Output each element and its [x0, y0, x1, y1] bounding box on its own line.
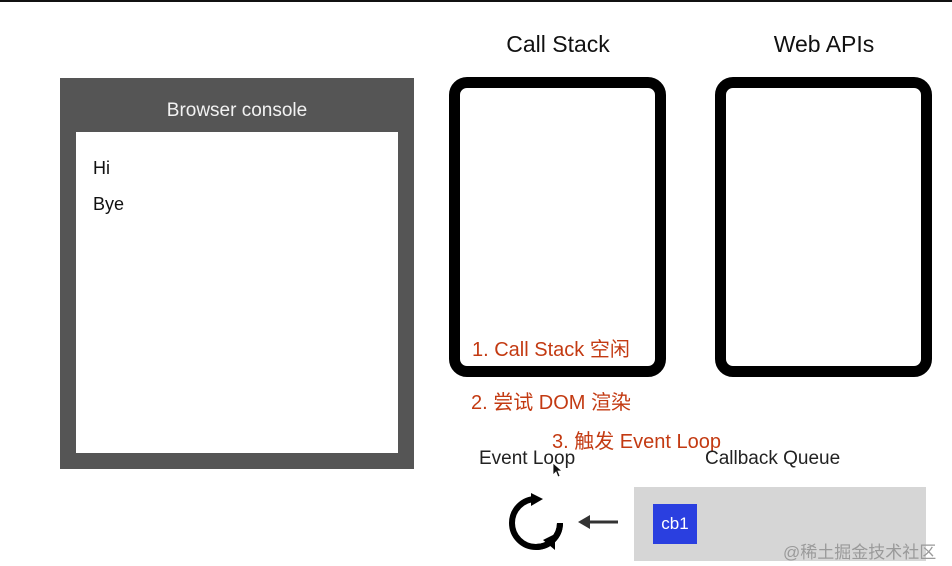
- console-line: Bye: [93, 194, 125, 214]
- step-note-2: 2. 尝试 DOM 渲染: [471, 392, 632, 414]
- callback-queue: cb1: [634, 487, 926, 561]
- call-stack-box: [449, 77, 666, 377]
- web-apis-box: [715, 77, 932, 377]
- browser-console: Browser console Hi Bye: [60, 78, 414, 469]
- arrow-left-icon: [578, 515, 618, 529]
- browser-console-title: Browser console: [166, 100, 308, 121]
- watermark: @稀土掘金技术社区: [783, 543, 937, 562]
- call-stack-title: Call Stack: [506, 31, 610, 57]
- step-note-1: 1. Call Stack 空闲: [472, 339, 630, 361]
- callback-item: cb1: [653, 504, 697, 544]
- mouse-cursor-icon: [552, 462, 562, 478]
- console-line: Hi: [93, 158, 110, 178]
- top-divider: [0, 0, 952, 2]
- step-note-3: 3. 触发 Event Loop: [552, 431, 721, 453]
- callback-queue-label: Callback Queue: [705, 448, 841, 469]
- loop-icon: [509, 493, 563, 550]
- event-loop-label: Event Loop: [479, 448, 576, 469]
- browser-console-output: Hi Bye: [76, 132, 398, 453]
- web-apis-title: Web APIs: [773, 31, 875, 57]
